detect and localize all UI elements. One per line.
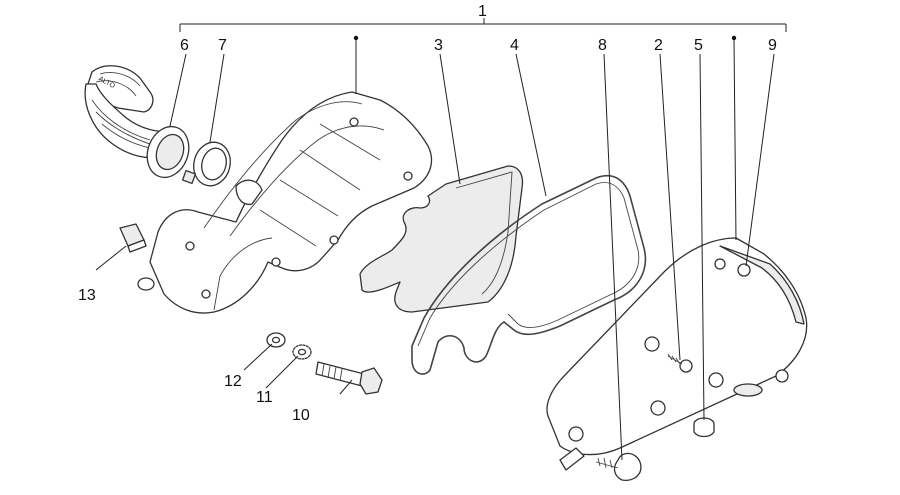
callout-10: 10	[292, 407, 310, 424]
callout-12: 12	[224, 373, 242, 390]
filter-element	[359, 165, 524, 313]
bolt	[315, 361, 383, 395]
assembly-bracket	[179, 18, 787, 32]
callout-6: 6	[180, 37, 189, 54]
callout-13: 13	[78, 287, 96, 304]
drain-tube	[559, 447, 585, 471]
callout-7: 7	[218, 37, 227, 54]
callout-11: 11	[256, 389, 273, 406]
callout-8: 8	[598, 37, 607, 54]
airbox-cover	[546, 237, 808, 456]
assembly-marker-dot	[353, 35, 359, 41]
assembly-marker-dot	[731, 35, 737, 41]
leader-lines	[95, 35, 775, 461]
lock-washer	[292, 344, 312, 360]
callout-3: 3	[434, 37, 443, 54]
callout-9: 9	[768, 37, 777, 54]
knob-screw	[595, 452, 642, 481]
gasket	[411, 174, 647, 375]
callout-1: 1	[478, 3, 487, 20]
callout-4: 4	[510, 37, 519, 54]
callout-5: 5	[694, 37, 703, 54]
flat-washer	[266, 332, 286, 348]
callout-numbers: 1 2 3 4 5 6 7 8 9 10 11 12 13	[78, 3, 777, 424]
intake-duct: ALTO	[84, 65, 190, 179]
screw	[667, 353, 693, 373]
callout-2: 2	[654, 37, 663, 54]
grommet	[693, 417, 715, 438]
hose-clamp	[181, 141, 231, 187]
airbox-housing	[137, 91, 433, 314]
clip-nut	[119, 223, 147, 253]
